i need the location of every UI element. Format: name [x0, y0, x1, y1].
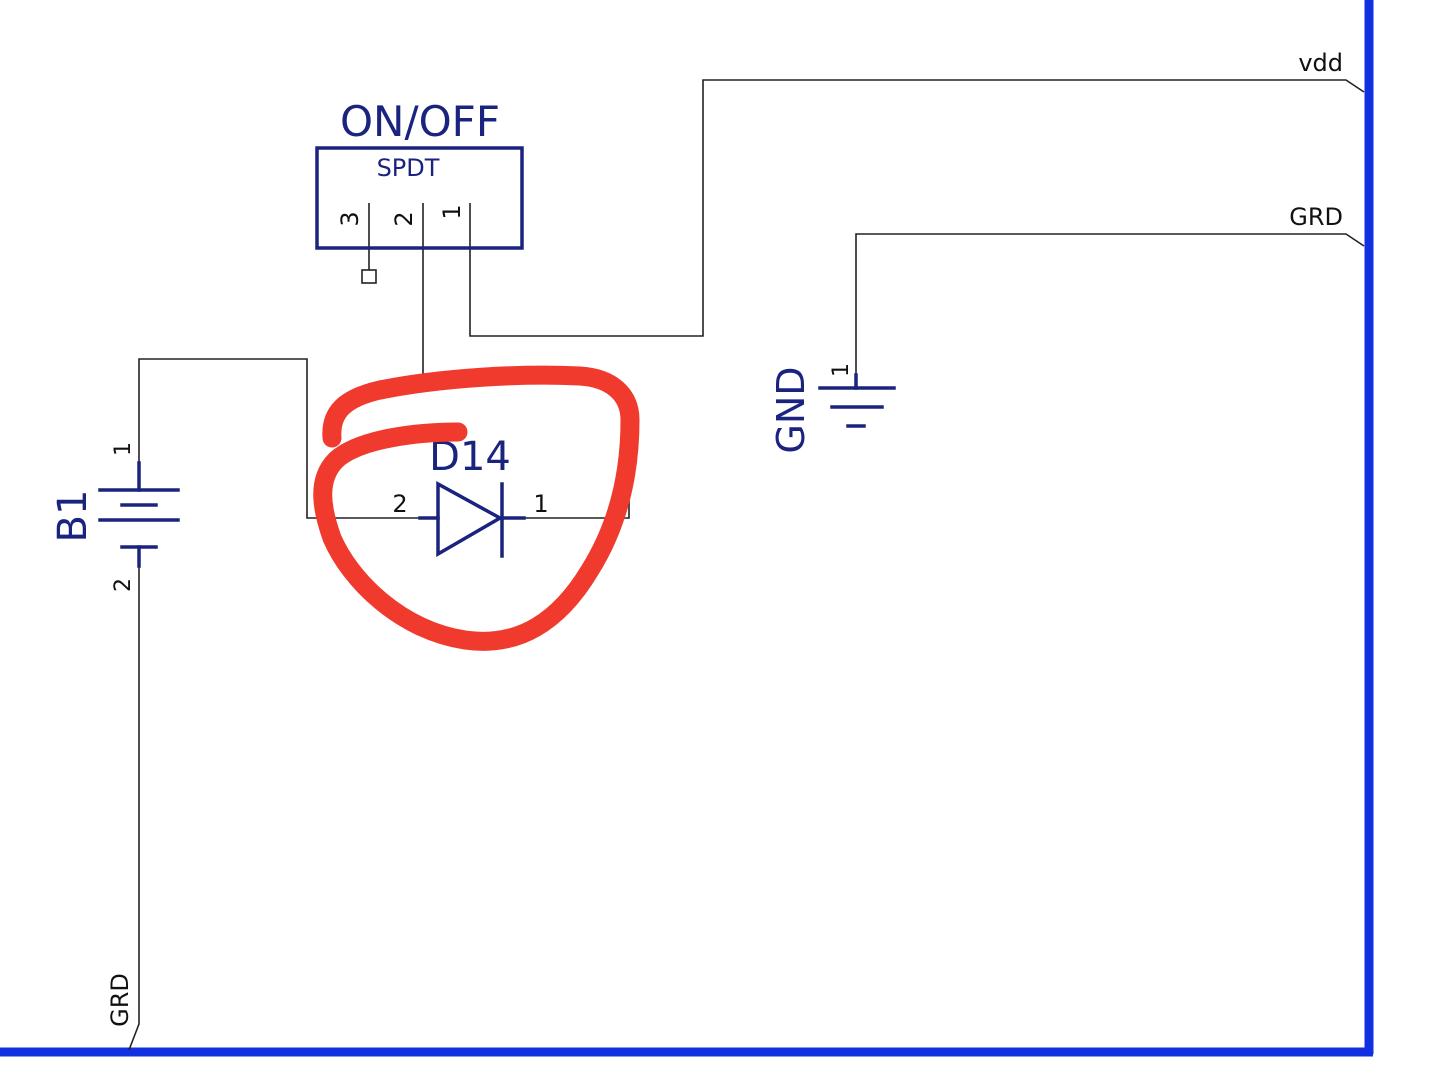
ground-component[interactable]: GND 1 — [769, 363, 896, 454]
diode-pin-right: 1 — [533, 490, 548, 518]
switch-pin-2: 2 — [390, 211, 418, 226]
wire-battery-to-diode — [138, 358, 420, 519]
diode-pin-left: 2 — [392, 490, 407, 518]
battery-component[interactable]: B1 1 2 — [50, 442, 180, 592]
switch-pin-1: 1 — [438, 204, 466, 219]
switch-label: ON/OFF — [340, 97, 500, 146]
battery-pin-top: 1 — [111, 442, 136, 456]
switch-body — [315, 146, 524, 250]
battery-label: B1 — [50, 490, 96, 543]
red-circle-annotation-icon — [313, 365, 640, 651]
sheet-border — [0, 0, 1374, 1057]
ground-label: GND — [769, 366, 813, 453]
switch-type-label: SPDT — [377, 154, 440, 182]
wires — [128, 79, 1365, 1051]
ground-pin: 1 — [829, 363, 854, 377]
wire-grd-right — [855, 233, 1365, 375]
switch-component[interactable]: ON/OFF SPDT 3 2 1 — [315, 97, 524, 250]
wire-grd-bottom — [128, 566, 140, 1051]
diode-component[interactable]: D14 2 1 — [392, 434, 549, 558]
net-label-vdd: vdd — [1298, 49, 1343, 77]
wire-vdd — [469, 79, 1365, 337]
net-label-grd-bottom: GRD — [106, 973, 134, 1027]
diode-anode-triangle — [436, 481, 504, 558]
unconnected-pin-marker — [361, 269, 377, 284]
switch-pin-3: 3 — [336, 211, 364, 226]
battery-pin-bottom: 2 — [111, 578, 136, 592]
net-label-grd-right: GRD — [1289, 203, 1343, 231]
